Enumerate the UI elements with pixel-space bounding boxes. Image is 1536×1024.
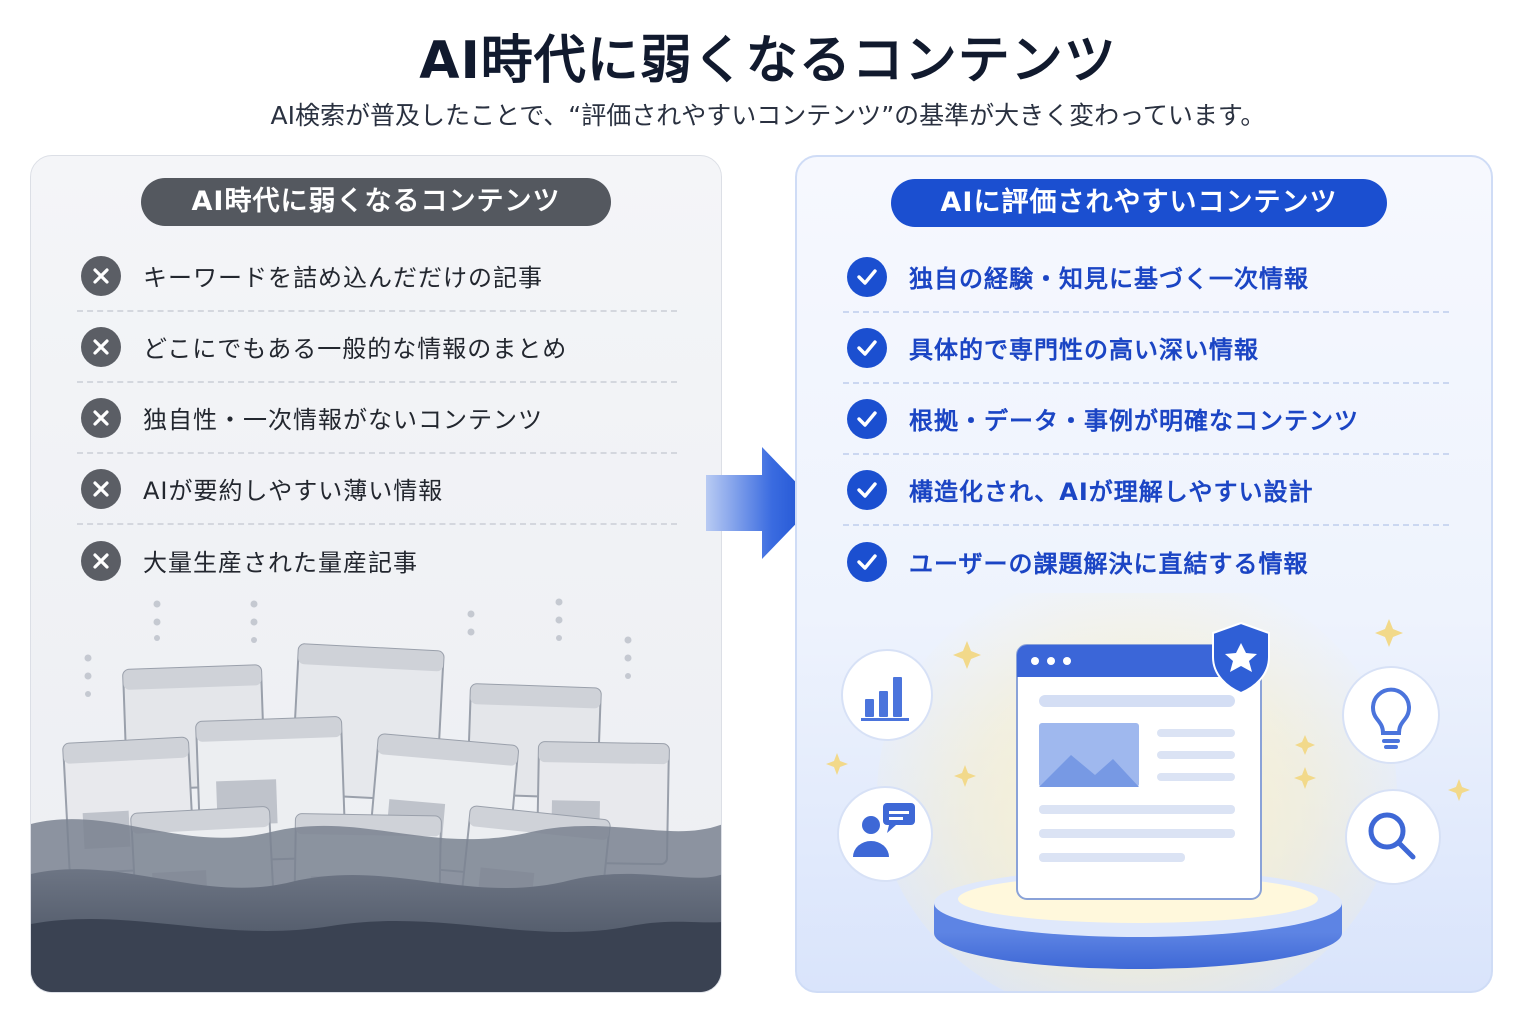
list-item-label: 根拠・データ・事例が明確なコンテンツ [909,407,1359,435]
weak-content-heading: AI時代に弱くなるコンテンツ [141,178,611,226]
check-circle-icon [847,398,887,439]
x-circle-icon [81,397,121,438]
highlighted-page-illustration [826,593,1470,991]
sinking-pages-illustration [31,598,721,992]
list-item: 独自性・一次情報がないコンテンツ [77,383,677,454]
x-circle-icon [81,326,121,367]
list-item: キーワードを詰め込んだだけの記事 [77,241,677,312]
list-item-label: 構造化され、AIが理解しやすい設計 [909,478,1314,506]
list-item-label: 大量生産された量産記事 [143,549,418,577]
x-circle-icon [81,540,121,581]
page-title: AI時代に弱くなるコンテンツ [419,31,1117,91]
check-circle-icon [847,541,887,582]
list-item: AIが要約しやすい薄い情報 [77,454,677,525]
check-circle-icon [847,469,887,510]
list-item: 大量生産された量産記事 [77,525,677,596]
weak-content-list: キーワードを詰め込んだだけの記事 どこにでもある一般的な情報のまとめ 独自性・一… [77,241,677,596]
check-circle-icon [847,327,887,368]
strong-content-panel: AIに評価されやすいコンテンツ 独自の経験・知見に基づく一次情報 具体的で専門性… [795,155,1493,993]
check-circle-icon [847,256,887,297]
list-item: どこにでもある一般的な情報のまとめ [77,312,677,383]
list-item: 具体的で専門性の高い深い情報 [843,313,1449,384]
list-item: 根拠・データ・事例が明確なコンテンツ [843,384,1449,455]
list-item: ユーザーの課題解決に直結する情報 [843,526,1449,597]
list-item-label: どこにでもある一般的な情報のまとめ [143,335,568,363]
right-arrow-icon [706,447,816,559]
strong-content-list: 独自の経験・知見に基づく一次情報 具体的で専門性の高い深い情報 根拠・データ・事… [843,242,1449,597]
list-item: 構造化され、AIが理解しやすい設計 [843,455,1449,526]
page-subtitle: AI検索が普及したことで、“評価されやすいコンテンツ”の基準が大きく変わっていま… [270,101,1266,130]
list-item-label: 具体的で専門性の高い深い情報 [909,336,1259,364]
list-item-label: キーワードを詰め込んだだけの記事 [143,264,543,292]
list-item-label: 独自の経験・知見に基づく一次情報 [909,265,1309,293]
list-item-label: 独自性・一次情報がないコンテンツ [143,406,543,434]
x-circle-icon [81,255,121,296]
list-item-label: AIが要約しやすい薄い情報 [143,477,444,505]
list-item: 独自の経験・知見に基づく一次情報 [843,242,1449,313]
list-item-label: ユーザーの課題解決に直結する情報 [909,550,1309,578]
strong-content-heading: AIに評価されやすいコンテンツ [891,179,1387,227]
x-circle-icon [81,468,121,509]
weak-content-panel: AI時代に弱くなるコンテンツ キーワードを詰め込んだだけの記事 どこにでもある一… [30,155,722,993]
